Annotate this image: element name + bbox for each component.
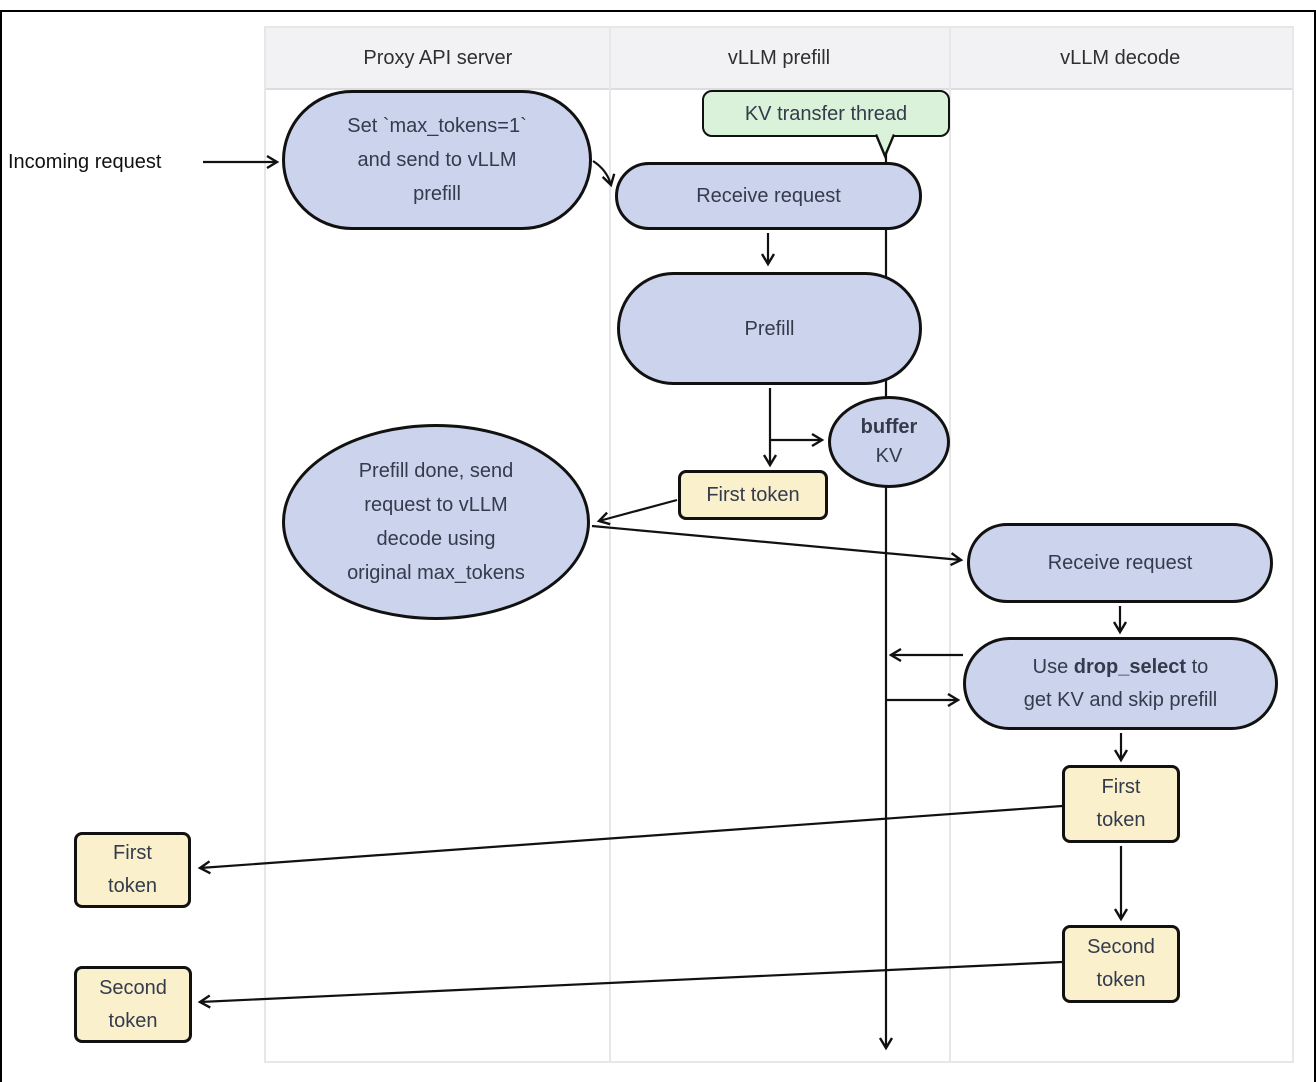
node-kv-transfer-thread: KV transfer thread	[702, 90, 950, 137]
node-first-token-prefill: First token	[678, 470, 828, 520]
node-first-token-decode: First token	[1062, 765, 1180, 843]
node-first-token-output: First token	[74, 832, 191, 908]
lane-divider	[949, 28, 951, 1061]
node-second-token-decode: Second token	[1062, 925, 1180, 1003]
incoming-request-label: Incoming request	[8, 150, 162, 173]
node-buffer-kv: buffer KV	[828, 396, 950, 488]
node-prefill: Prefill	[617, 272, 922, 385]
lane-header-row: Proxy API server vLLM prefill vLLM decod…	[266, 28, 1292, 90]
node-set-max-tokens: Set `max_tokens=1` and send to vLLM pref…	[282, 90, 592, 230]
node-drop-select: Use drop_select to get KV and skip prefi…	[963, 637, 1278, 730]
node-receive-request-decode: Receive request	[967, 523, 1273, 603]
node-receive-request-prefill: Receive request	[615, 162, 922, 230]
lane-header-proxy: Proxy API server	[363, 46, 513, 69]
lane-header-decode: vLLM decode	[1060, 46, 1181, 69]
lane-header-prefill: vLLM prefill	[727, 46, 831, 69]
node-second-token-output: Second token	[74, 966, 192, 1043]
node-prefill-done: Prefill done, send request to vLLM decod…	[282, 424, 590, 620]
lane-divider	[609, 28, 611, 1061]
